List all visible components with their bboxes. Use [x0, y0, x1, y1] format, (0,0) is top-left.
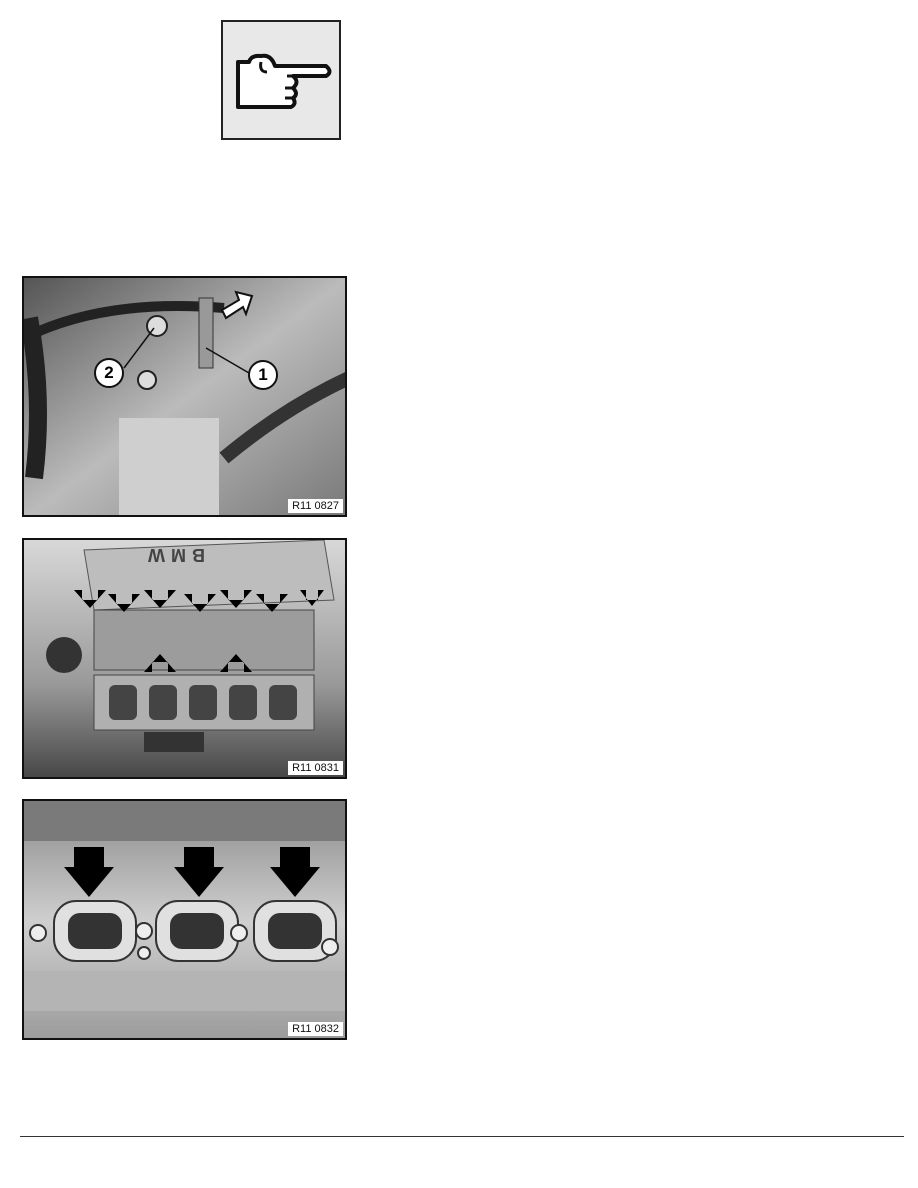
figure-caption: R11 0831 [288, 761, 343, 775]
pointing-hand-icon [236, 53, 332, 109]
callout-1: 1 [248, 360, 278, 390]
callout-2: 2 [94, 358, 124, 388]
figure-caption: R11 0827 [288, 499, 343, 513]
footer-divider [20, 1136, 904, 1137]
figure-r11-0827: 2 1 R11 0827 [22, 276, 347, 517]
note-box [221, 20, 341, 140]
figure-caption: R11 0832 [288, 1022, 343, 1036]
figure-r11-0831: BMW R11 0831 [22, 538, 347, 779]
figure-r11-0832: R11 0832 [22, 799, 347, 1040]
engine-cover-logo: BMW [142, 545, 205, 565]
